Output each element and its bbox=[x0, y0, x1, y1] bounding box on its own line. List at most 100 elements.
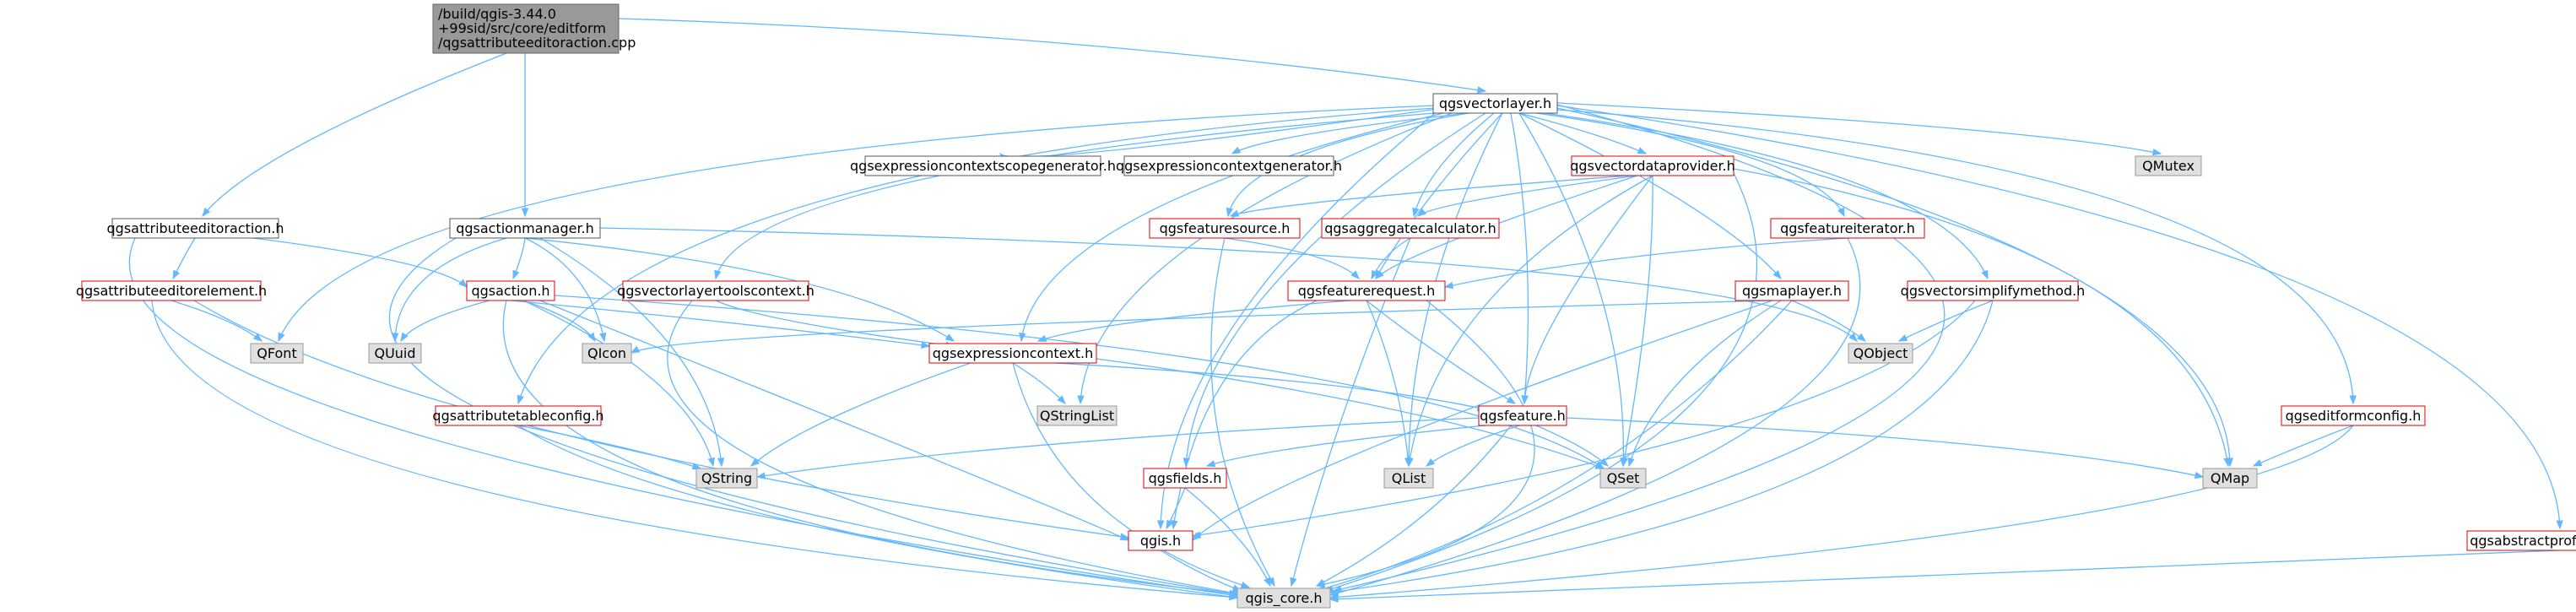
dependency-edge bbox=[1329, 550, 2561, 603]
node-qgsvectorlayertoolscontext[interactable]: qgsvectorlayertoolscontext.h bbox=[617, 280, 814, 301]
node-qgsfields[interactable]: qgsfields.h bbox=[1143, 468, 1227, 489]
dependency-edge bbox=[1375, 112, 1503, 280]
node-QMap[interactable]: QMap bbox=[2202, 468, 2258, 489]
edge-arrowhead bbox=[1772, 270, 1782, 280]
node-qgsfeatureiterator[interactable]: qgsfeatureiterator.h bbox=[1770, 218, 1925, 239]
node-QUuid[interactable]: QUuid bbox=[368, 343, 422, 364]
edge-arrowhead bbox=[202, 207, 211, 218]
node-qgsexpressioncontext[interactable]: qgsexpressioncontext.h bbox=[928, 343, 1097, 364]
edge-arrowhead bbox=[714, 269, 722, 280]
node-qgsattributetableconfig[interactable]: qgsattributetableconfig.h bbox=[432, 405, 604, 426]
svg-text:qgsfeaturesource.h: qgsfeaturesource.h bbox=[1160, 220, 1291, 236]
edge-arrowhead bbox=[278, 332, 285, 343]
root-line-1: /build/qgis-3.44.0 bbox=[438, 6, 556, 22]
node-QSet[interactable]: QSet bbox=[1599, 468, 1647, 489]
dependency-edge bbox=[1315, 300, 1535, 588]
node-qgsaction[interactable]: qgsaction.h bbox=[466, 280, 555, 301]
node-qgis_core[interactable]: qgis_core.h bbox=[1237, 588, 1331, 609]
node-qgsexpressioncontextscopegenerator[interactable]: qgsexpressioncontextscopegenerator.h bbox=[850, 155, 1116, 176]
svg-text:QObject: QObject bbox=[1854, 345, 1908, 361]
dependency-edge bbox=[524, 237, 955, 342]
edge-arrowhead bbox=[1506, 396, 1517, 404]
dependency-edge bbox=[1791, 300, 1867, 342]
node-QString[interactable]: QString bbox=[695, 468, 758, 489]
dependency-edge bbox=[539, 237, 725, 468]
edge-arrowhead bbox=[2194, 471, 2205, 479]
node-qgsfeaturerequest[interactable]: qgsfeaturerequest.h bbox=[1287, 280, 1446, 301]
svg-text:qgsvectorlayertoolscontext.h: qgsvectorlayertoolscontext.h bbox=[617, 283, 814, 299]
dependency-edge bbox=[521, 53, 529, 218]
node-qgsattributeeditorelement[interactable]: qgsattributeeditorelement.h bbox=[76, 280, 267, 301]
dependency-edge bbox=[517, 107, 1436, 405]
node-QStringList[interactable]: QStringList bbox=[1036, 405, 1118, 426]
edge-arrowhead bbox=[1476, 86, 1487, 94]
edge-arrowhead bbox=[400, 332, 409, 343]
node-qgsabstractprofilesource[interactable]: qgsabstractprofilesource.h bbox=[2466, 530, 2576, 551]
dependency-edge bbox=[1184, 487, 1271, 588]
edge-arrowhead bbox=[1848, 333, 1858, 342]
dependency-edge bbox=[715, 300, 955, 349]
node-QObject[interactable]: QObject bbox=[1848, 343, 1913, 364]
dependency-edge bbox=[618, 18, 1487, 94]
edge-arrowhead bbox=[1231, 146, 1242, 154]
edge-arrowhead bbox=[2151, 148, 2162, 156]
dependency-edge bbox=[1443, 237, 1848, 290]
edge-arrowhead bbox=[1166, 519, 1174, 530]
dependency-edge bbox=[755, 417, 1480, 479]
edge-arrowhead bbox=[630, 345, 641, 354]
node-qgsexpressioncontextgenerator[interactable]: qgsexpressioncontextgenerator.h bbox=[1116, 155, 1342, 176]
node-qgsvectorlayer[interactable]: qgsvectorlayer.h bbox=[1432, 93, 1558, 114]
svg-text:QIcon: QIcon bbox=[587, 345, 626, 361]
node-QFont[interactable]: QFont bbox=[250, 343, 304, 364]
node-root-source-file[interactable]: /build/qgis-3.44.0 +99sid/src/core/editf… bbox=[432, 3, 636, 54]
dependency-edge bbox=[1412, 112, 1495, 218]
node-QMutex[interactable]: QMutex bbox=[2135, 155, 2202, 176]
dependency-edge bbox=[1510, 112, 1529, 405]
dependency-edge bbox=[522, 300, 715, 468]
svg-text:qgsfeature.h: qgsfeature.h bbox=[1480, 408, 1566, 424]
edge-arrowhead bbox=[1329, 588, 1339, 595]
dependency-edge bbox=[1315, 425, 1512, 587]
edge-arrowhead bbox=[1191, 531, 1202, 539]
node-qgsattributeeditoraction[interactable]: qgsattributeeditoraction.h bbox=[107, 218, 284, 239]
dependency-edge bbox=[1012, 362, 1066, 404]
root-line-2: +99sid/src/core/editform bbox=[438, 20, 606, 36]
edge-arrowhead bbox=[1156, 520, 1165, 530]
node-qgsaggregatecalculator[interactable]: qgsaggregatecalculator.h bbox=[1321, 218, 1500, 239]
dependency-edge bbox=[524, 237, 607, 343]
node-qgsvectordataprovider[interactable]: qgsvectordataprovider.h bbox=[1570, 155, 1735, 176]
edge-arrowhead bbox=[1290, 577, 1297, 588]
dependency-edge bbox=[1566, 417, 2205, 479]
edge-arrowhead bbox=[1077, 395, 1085, 405]
node-qgseditformconfig[interactable]: qgseditformconfig.h bbox=[2281, 405, 2426, 426]
dependency-edge bbox=[1627, 300, 1782, 468]
node-qgsmaplayer[interactable]: qgsmaplayer.h bbox=[1734, 280, 1849, 301]
dependency-edge bbox=[2252, 425, 2354, 467]
edge-arrowhead bbox=[517, 394, 524, 405]
dependency-edge bbox=[1897, 300, 1994, 342]
dependency-edge bbox=[1096, 358, 1605, 469]
edge-arrowhead bbox=[1229, 209, 1240, 217]
dependency-edge bbox=[1166, 487, 1186, 530]
dependency-edge bbox=[1535, 112, 1845, 218]
root-line-3: /qgsattributeeditoraction.cpp bbox=[438, 35, 636, 51]
edge-arrowhead bbox=[1425, 458, 1436, 467]
edge-arrowhead bbox=[755, 472, 766, 479]
node-qgsvectorsimplifymethod[interactable]: qgsvectorsimplifymethod.h bbox=[1901, 280, 2086, 301]
node-QList[interactable]: QList bbox=[1383, 468, 1434, 489]
node-QIcon[interactable]: QIcon bbox=[582, 343, 632, 364]
edge-arrowhead bbox=[944, 333, 955, 342]
node-qgsfeature[interactable]: qgsfeature.h bbox=[1478, 405, 1567, 426]
dependency-edge bbox=[1160, 550, 1242, 592]
node-qgsactionmanager[interactable]: qgsactionmanager.h bbox=[449, 218, 601, 239]
node-qgsfeaturesource[interactable]: qgsfeaturesource.h bbox=[1149, 218, 1301, 239]
node-qgis[interactable]: qgis.h bbox=[1128, 530, 1193, 551]
edge-arrowhead bbox=[1264, 577, 1271, 588]
dependency-edge bbox=[400, 300, 490, 343]
dependency-edge bbox=[1733, 168, 2231, 468]
edge-arrowhead bbox=[1350, 270, 1360, 279]
svg-text:qgsfeaturerequest.h: qgsfeaturerequest.h bbox=[1298, 283, 1435, 299]
edge-arrowhead bbox=[1627, 457, 1635, 468]
edge-arrowhead bbox=[707, 457, 715, 468]
dependency-edge bbox=[1366, 300, 1517, 404]
